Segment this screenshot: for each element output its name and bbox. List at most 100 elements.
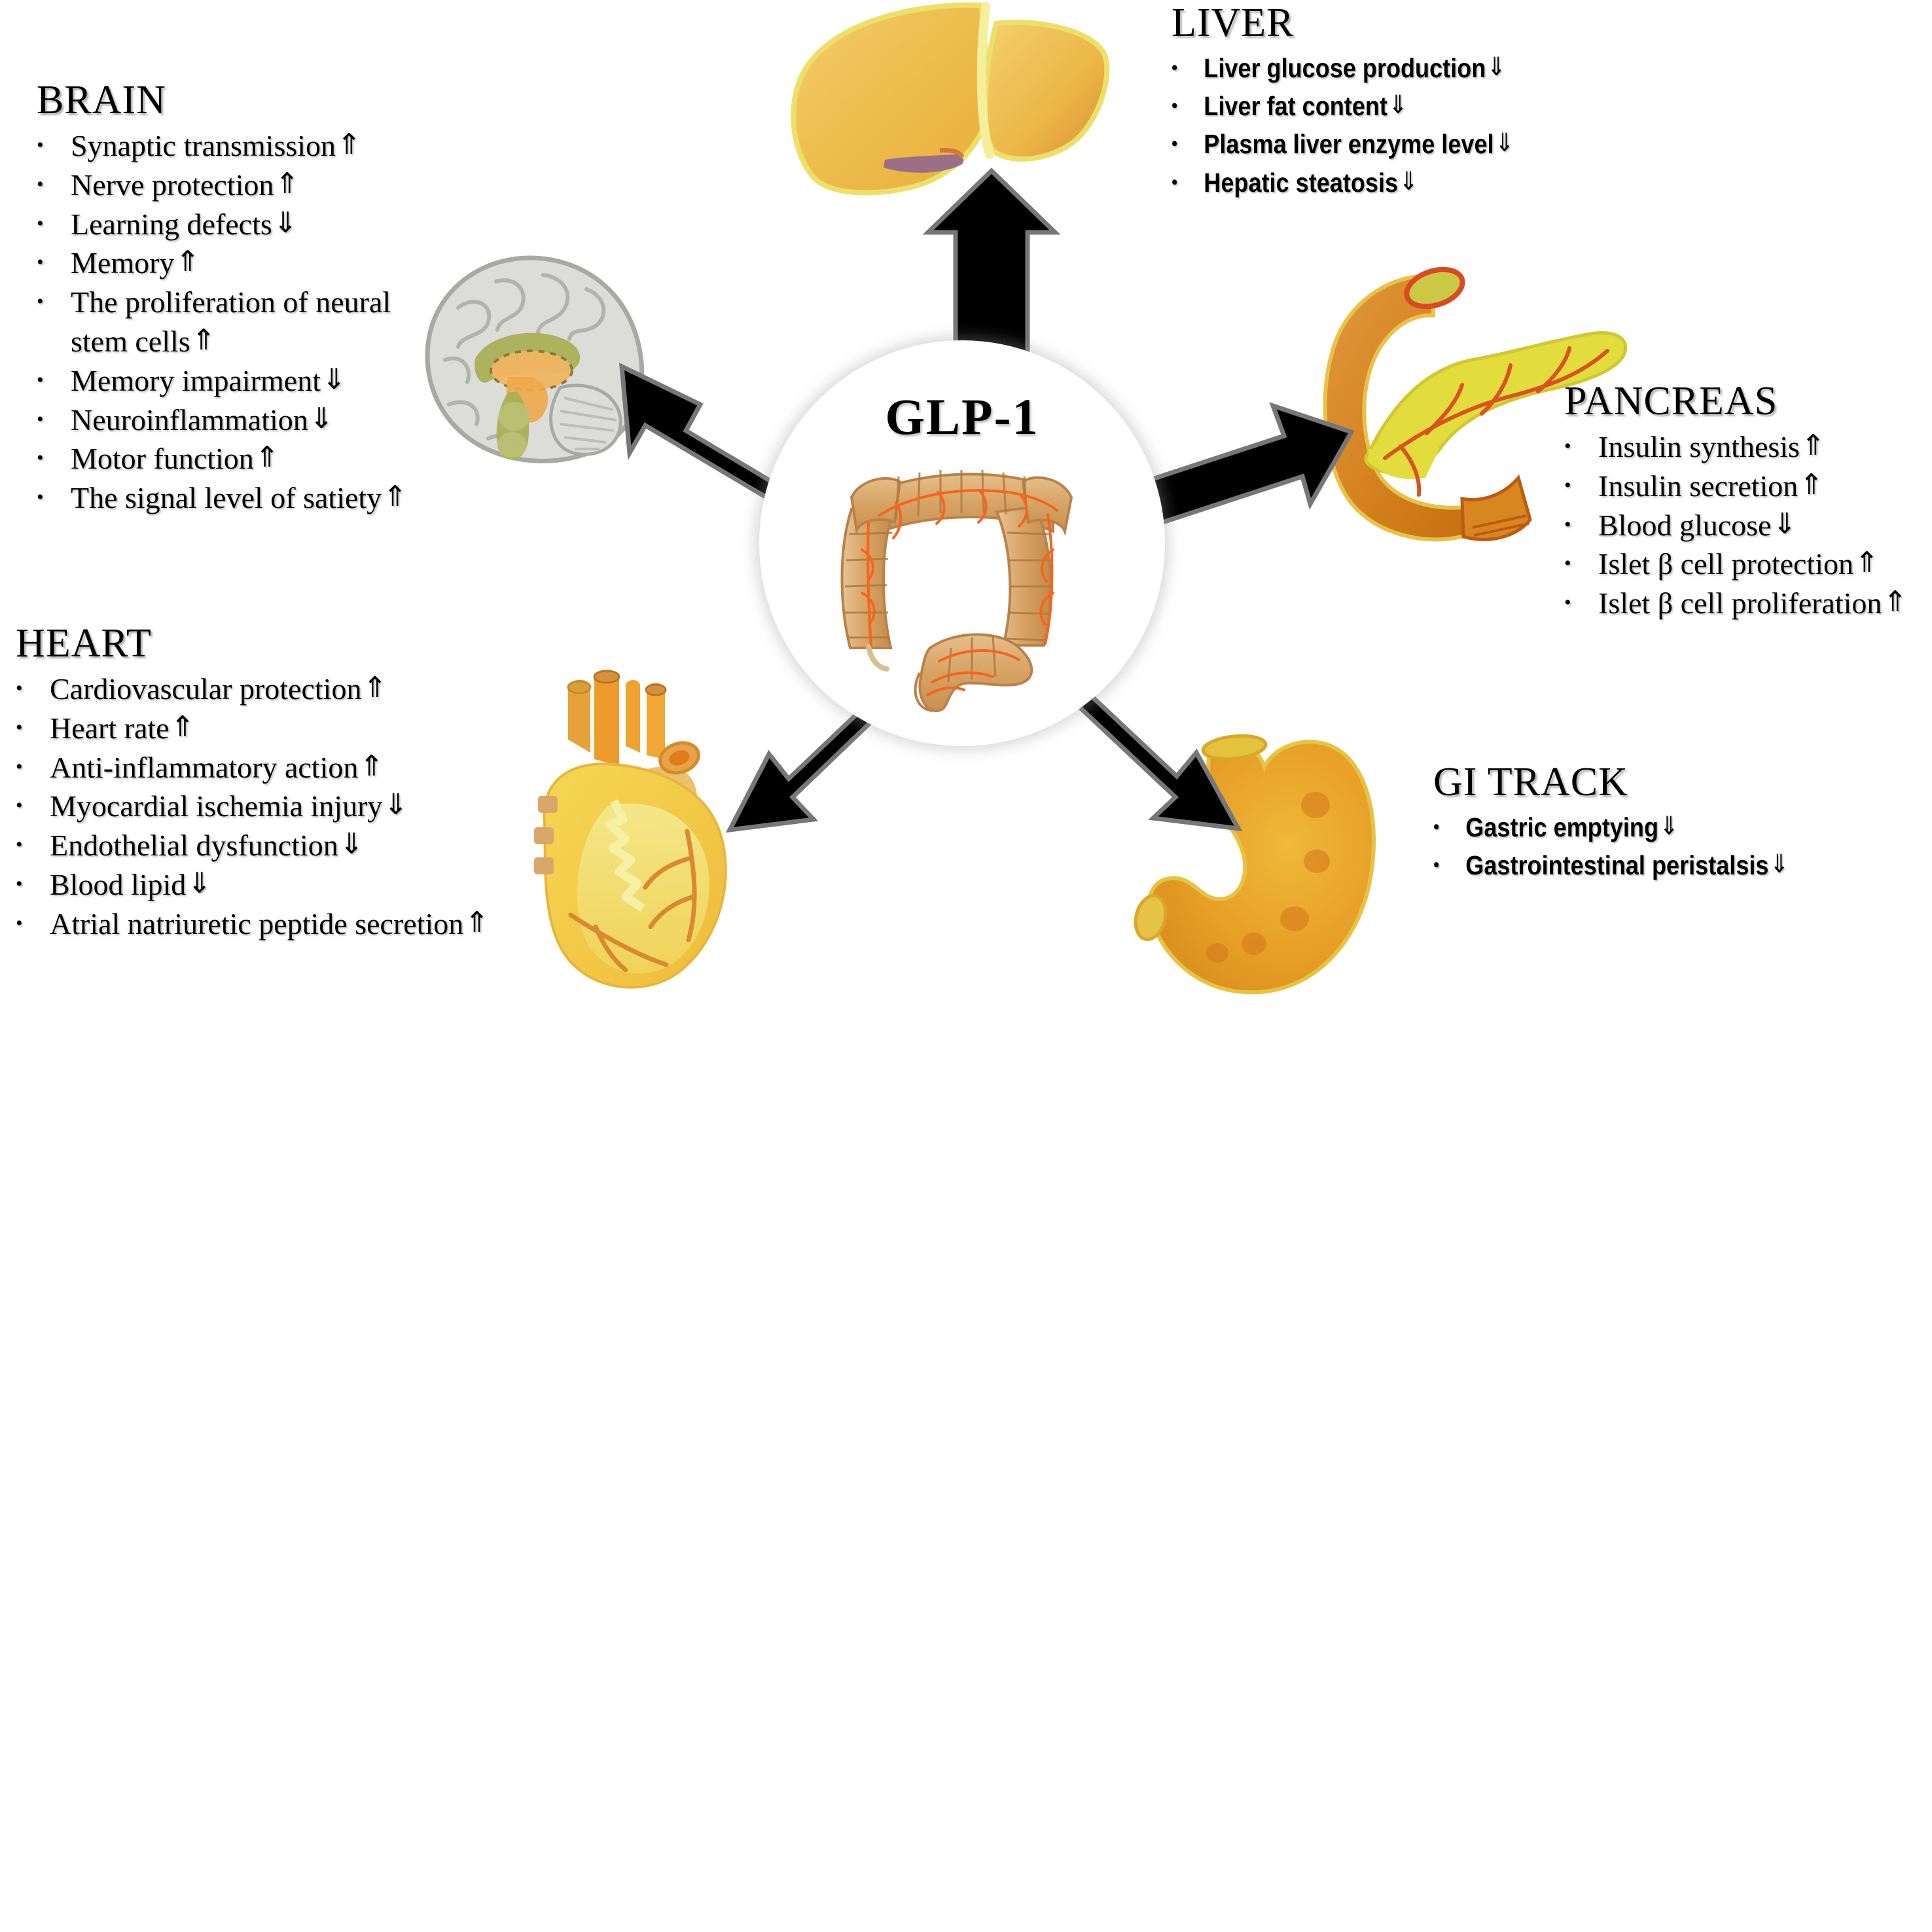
section-brain: BRAIN •Synaptic transmission⇑ •Nerve pro…	[37, 77, 407, 518]
bullet-text: Insulin secretion	[1598, 469, 1798, 503]
list-item: • Nerve protection ⇑	[37, 166, 407, 205]
bullet-text: Hepatic steatosis	[1204, 167, 1399, 198]
change-arrow-icon: ⇑	[1800, 429, 1825, 462]
list-item: •Myocardial ischemia injury ⇓	[16, 787, 489, 826]
glp1-label: GLP-1	[885, 388, 1039, 445]
center-node: GLP-1	[759, 340, 1165, 746]
list-item: •Blood lipid⇓	[16, 865, 489, 904]
list-item: •Islet β cell proliferation⇑	[1564, 584, 1907, 623]
list-item: •Insulin synthesis⇑	[1564, 427, 1907, 467]
change-arrow-icon: ⇑	[175, 245, 200, 279]
change-arrow-icon: ⇓	[187, 866, 211, 900]
change-arrow-icon: ⇑	[465, 905, 489, 939]
bullet-dot: •	[1172, 57, 1178, 79]
bullet-dot: •	[1564, 513, 1571, 535]
change-arrow-icon: ⇓	[273, 206, 298, 240]
bullet-text: Cardiovascular protection	[50, 672, 362, 706]
list-item: •Gastric emptying ⇓	[1433, 808, 1789, 846]
bullet-text: Plasma liver enzyme level	[1204, 129, 1494, 160]
bullet-dot: •	[37, 368, 44, 391]
bullet-dot: •	[16, 795, 23, 817]
heart-illustration	[534, 670, 727, 989]
arrow-to-pancreas	[1139, 402, 1355, 533]
list-item: •Neuroinflammation ⇓	[37, 401, 407, 440]
bullet-dot: •	[16, 912, 23, 934]
bullet-dot: •	[1564, 552, 1571, 575]
bullet-text: Blood glucose	[1598, 508, 1772, 542]
list-item: •Memory impairment⇓	[37, 361, 407, 401]
stomach-illustration	[1134, 734, 1376, 995]
section-title-pancreas: PANCREAS	[1564, 379, 1778, 423]
change-arrow-icon: ⇑	[363, 671, 387, 704]
list-item: • Islet β cell protection⇑	[1564, 545, 1907, 584]
bullet-dot: •	[16, 872, 23, 895]
bullet-dot: •	[37, 173, 44, 195]
bullet-dot: •	[1433, 816, 1440, 838]
change-arrow-icon: ⇓	[1487, 52, 1506, 82]
bullet-text: Myocardial ischemia injury	[50, 789, 383, 823]
change-arrow-icon: ⇑	[170, 709, 195, 743]
list-item: •The proliferation of neural	[37, 283, 407, 322]
bullet-dot: •	[16, 755, 23, 778]
pancreas-illustration	[1323, 266, 1628, 542]
bullet-text: Memory	[71, 246, 175, 280]
bullet-text: Liver glucose production	[1204, 53, 1486, 83]
list-item: •Synaptic transmission⇑	[37, 126, 407, 166]
bullet-text: Neuroinflammation	[71, 402, 308, 437]
bullet-list-liver: •Liver glucose production⇓ •Liver fat co…	[1172, 49, 1560, 202]
list-item: • Heart rate⇑	[16, 709, 489, 748]
change-arrow-icon: ⇓	[1772, 507, 1797, 541]
bullet-dot: •	[1172, 95, 1178, 117]
bullet-dot: •	[1433, 854, 1440, 876]
list-item: • Endothelial dysfunction⇓	[16, 826, 489, 865]
bullet-text: Nerve protection	[71, 168, 274, 202]
list-item: • Atrial natriuretic peptide secretion ⇑	[16, 904, 489, 944]
bullet-text: Synaptic transmission	[71, 129, 336, 162]
bullet-text: Anti-inflammatory action	[50, 750, 359, 784]
section-title-liver: LIVER	[1172, 1, 1295, 45]
bullet-text: Gastric emptying	[1465, 812, 1659, 842]
section-pancreas: PANCREAS •Insulin synthesis⇑ •Insulin se…	[1564, 378, 1907, 623]
change-arrow-icon: ⇑	[255, 440, 279, 474]
liver-illustration	[791, 2, 1110, 196]
change-arrow-icon: ⇑	[1855, 546, 1879, 580]
bullet-text: Islet β cell protection	[1598, 547, 1853, 581]
list-item: • Anti-inflammatory action⇑	[16, 748, 489, 787]
bullet-dot: •	[16, 834, 23, 856]
bullet-text: Atrial natriuretic peptide secretion	[50, 906, 464, 940]
bullet-text: Insulin synthesis	[1598, 430, 1800, 463]
section-title-gi-track: GI TRACK	[1433, 760, 1628, 804]
list-item: •Memory ⇑	[37, 243, 407, 283]
bullet-list-heart: •Cardiovascular protection⇑ •Heart rate⇑…	[16, 670, 489, 944]
change-arrow-icon: ⇑	[191, 323, 216, 357]
change-arrow-icon: ⇑	[275, 166, 299, 200]
bullet-dot: •	[16, 716, 23, 738]
change-arrow-icon: ⇓	[339, 827, 364, 861]
change-arrow-icon: ⇓	[1770, 850, 1789, 880]
bullet-text: Liver fat content	[1204, 91, 1387, 122]
section-heart: HEART •Cardiovascular protection⇑ •Heart…	[16, 620, 489, 944]
bullet-list-gi-track: • Gastric emptying ⇓ • Gastrointestinal pe…	[1433, 808, 1837, 884]
bullet-text: Gastrointestinal peristalsis	[1465, 850, 1769, 881]
change-arrow-icon: ⇑	[359, 749, 384, 783]
change-arrow-icon: ⇓	[321, 362, 346, 396]
change-arrow-icon: ⇑	[1799, 467, 1823, 501]
bullet-text: Heart rate	[50, 711, 170, 745]
bullet-dot: •	[37, 486, 44, 509]
bullet-list-pancreas: •Insulin synthesis⇑ •Insulin secretion⇑ …	[1564, 427, 1907, 623]
arrow-to-liver	[922, 168, 1061, 370]
section-title-heart: HEART	[16, 621, 152, 666]
section-title-brain: BRAIN	[37, 78, 166, 122]
list-item: • Insulin secretion⇑	[1564, 467, 1907, 506]
section-liver: LIVER •Liver glucose production⇓ •Liver …	[1172, 0, 1560, 202]
list-item: •Cardiovascular protection⇑	[16, 670, 489, 709]
bullet-dot: •	[37, 291, 44, 313]
bullet-text: Endothelial dysfunction	[50, 829, 338, 863]
section-gi-track: GI TRACK • Gastric emptying ⇓ • Gastrointe…	[1433, 759, 1837, 884]
change-arrow-icon: ⇓	[1495, 128, 1514, 158]
change-arrow-icon: ⇑	[337, 128, 361, 161]
bullet-dot: •	[1564, 474, 1571, 496]
bullet-text: stem cells	[71, 324, 190, 358]
bullet-text: Islet β cell proliferation	[1598, 586, 1882, 620]
